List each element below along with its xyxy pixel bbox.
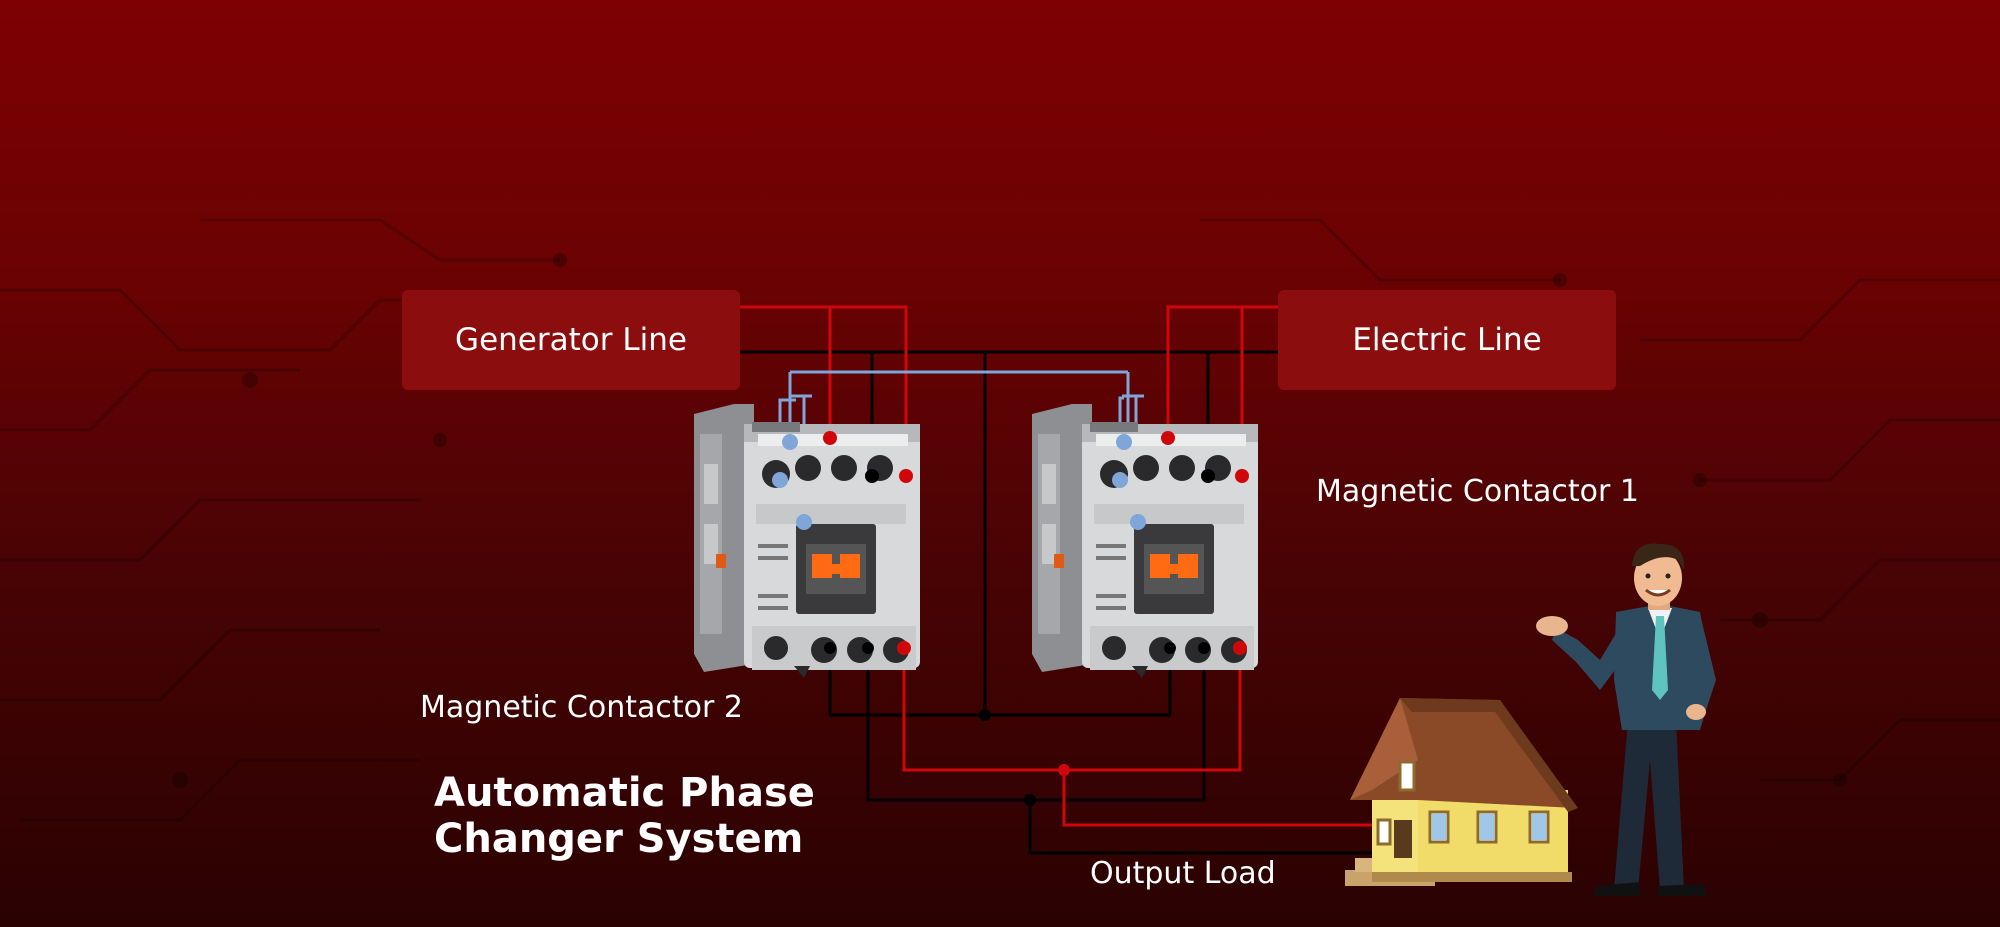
red-output-feed: [1062, 770, 1375, 827]
electric-line-label: Electric Line: [1278, 290, 1616, 390]
red-output-loop: [902, 650, 1242, 772]
title-line-1: Automatic Phase: [434, 770, 815, 816]
title-line-2: Changer System: [434, 816, 804, 862]
generator-line-text: Generator Line: [455, 322, 687, 358]
black-output-feed: [1028, 800, 1388, 855]
output-load-caption: Output Load: [1090, 856, 1276, 891]
electric-line-text: Electric Line: [1352, 322, 1542, 358]
contactor-2-caption: Magnetic Contactor 2: [420, 690, 743, 725]
page-title: Automatic Phase Changer System: [434, 770, 815, 862]
black-bottom-bus: [828, 650, 1172, 717]
red-elec-lines: [1166, 305, 1278, 476]
generator-line-label: Generator Line: [402, 290, 740, 390]
contactor-1-caption: Magnetic Contactor 1: [1316, 474, 1639, 509]
